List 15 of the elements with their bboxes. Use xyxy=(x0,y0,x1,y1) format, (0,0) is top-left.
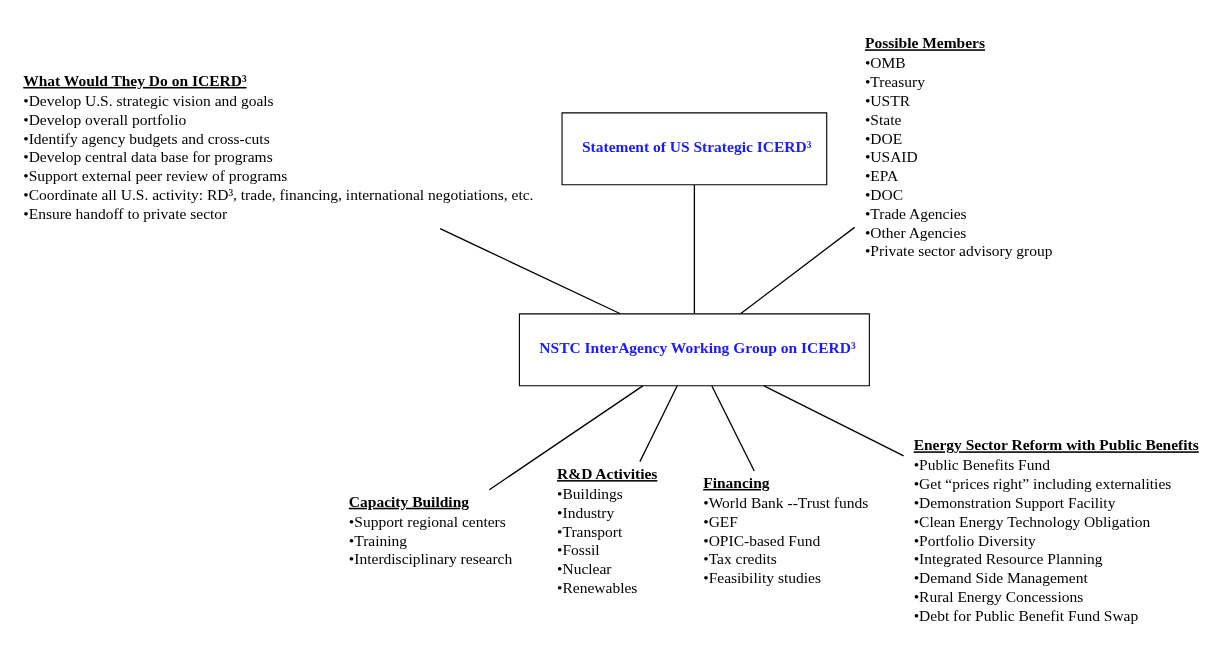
node-text: Energy Sector Reform with Public Benefits •Public Benefits Fund •Get “prices right” including externalities •Demonstration Support Facility •Clean Energy Technology Obligation •Portfolio Diversity •Integrated Resource Planning •Demand Side Management •Rural Energy Concessions •Debt for Public Benefit Fund Swap xyxy=(913,436,1199,624)
node-text: Financing •World Bank --Trust funds •GEF •OPIC-based Fund •Tax credits •Feasibility studies xyxy=(703,473,869,587)
connector xyxy=(739,226,856,315)
node-text: What Would They Do on ICERD³ •Develop U.S. strategic vision and goals •Develop overall portfolio •Identify agency budgets and cross-cuts •Develop central data base for programs •Support external peer review of programs •Coordinate all U.S. activity: RD³, trade, financing, international negotiations, etc. •Ensure handoff to private sector xyxy=(23,71,534,222)
connector xyxy=(763,385,905,457)
node-box: NSTC InterAgency Working Group on ICERD³ xyxy=(518,313,870,387)
connector xyxy=(488,385,644,491)
node-text: Possible Members •OMB •Treasury •USTR •State •DOE •USAID •EPA •DOC •Trade Agencies •Other Agencies •Private sector advisory group xyxy=(864,34,1053,260)
node-text: R&D Activities •Buildings •Industry •Transport •Fossil •Nuclear •Renewables xyxy=(557,465,658,597)
connector xyxy=(693,184,696,315)
connector xyxy=(639,385,678,463)
node-text: Capacity Building •Support regional centers •Training •Interdisciplinary research xyxy=(348,492,513,568)
connector xyxy=(711,385,755,472)
node-box: Statement of US Strategic ICERD³ xyxy=(561,112,828,186)
connector xyxy=(439,227,621,315)
